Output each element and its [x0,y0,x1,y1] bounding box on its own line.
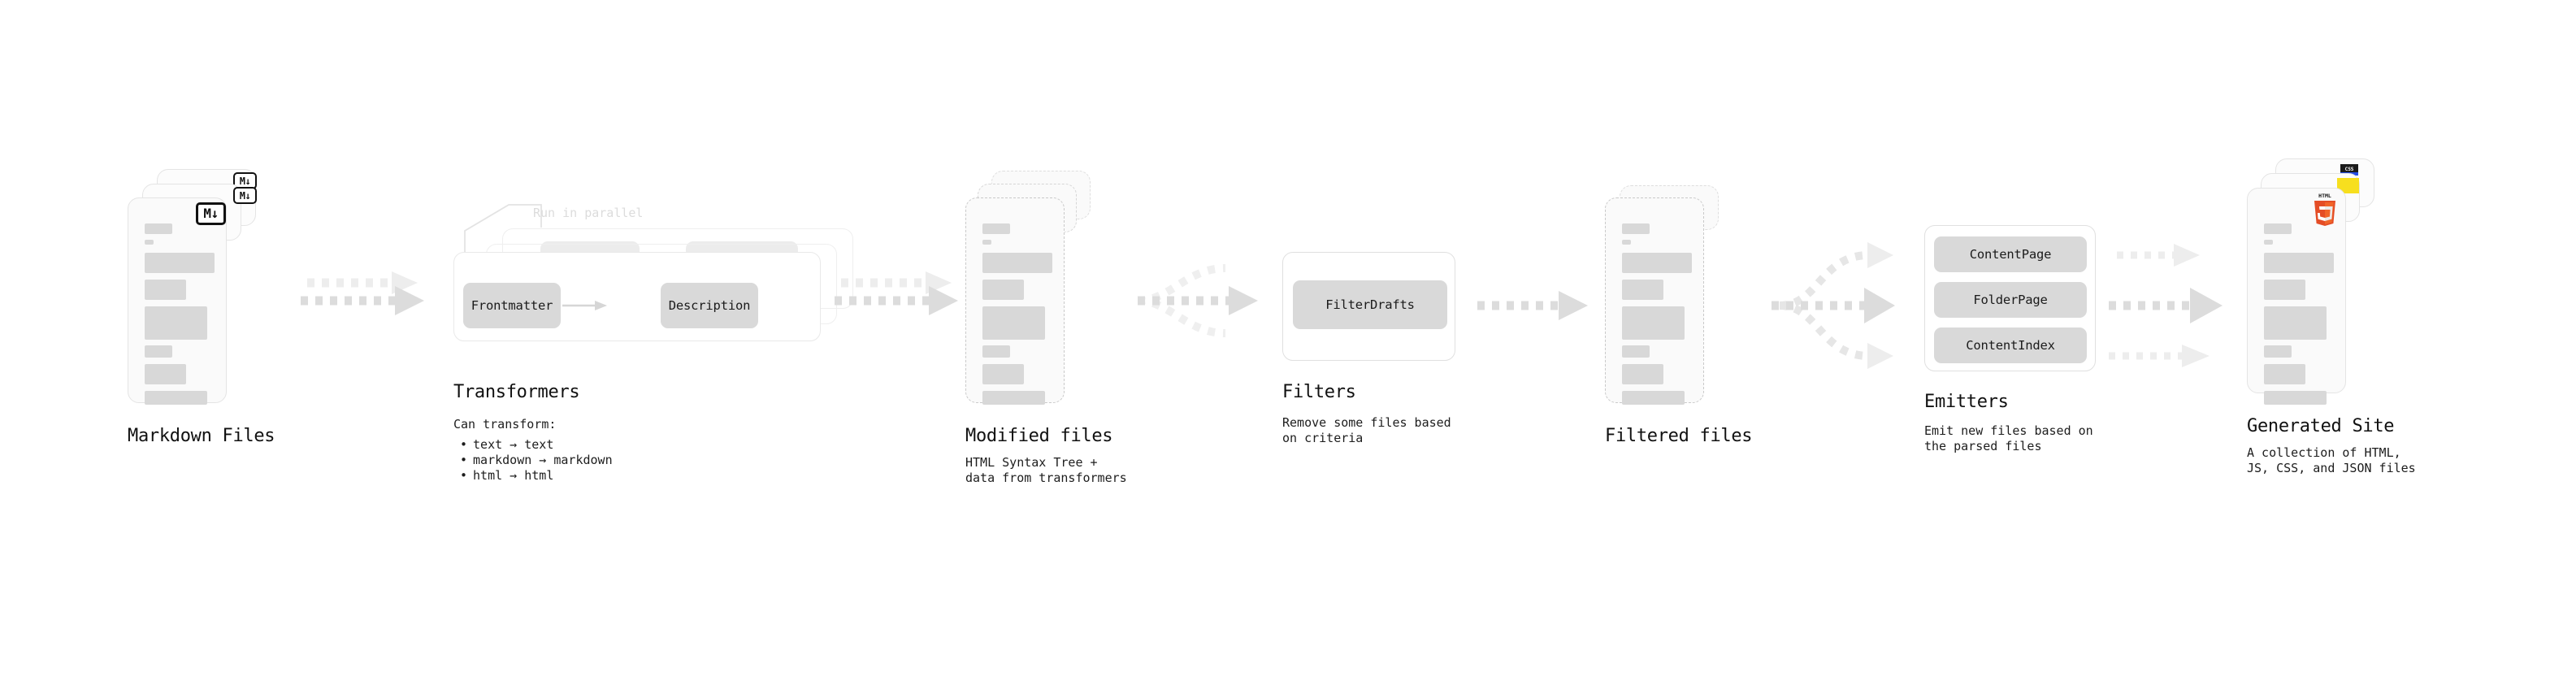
doc-bar [982,240,991,245]
markdown-logo-text-3: M↓ [203,206,219,221]
html5-logo-label: HTML [2318,193,2331,199]
doc-bar [1622,391,1685,405]
doc-bar [1622,223,1650,234]
connector-filtered-to-emitters [1772,242,1895,369]
stage-title-filters: Filters [1282,382,1356,402]
stage-title-markdown-files: Markdown Files [128,426,275,446]
emitter-node-folderpage[interactable]: FolderPage [1934,282,2087,318]
doc-bar [982,223,1010,234]
doc-bar [1622,240,1631,245]
connector-modified-to-filters [1137,264,1258,337]
transformers-bullet: text → text [460,437,613,453]
emitter-node-label: ContentIndex [1966,338,2055,353]
stage-title-emitters: Emitters [1924,392,2009,412]
transformer-arrow-main [562,301,607,310]
transformers-bullet: html → html [460,468,613,484]
doc-bar [1622,345,1650,358]
markdown-logo-back-1: M↓ [233,187,257,204]
markdown-logo: M↓ [196,202,226,225]
js-logo [2337,178,2359,193]
doc-bar [145,280,186,300]
emitter-node-contentpage[interactable]: ContentPage [1934,236,2087,272]
html5-logo: HTML [2312,192,2338,226]
doc-bar [145,391,207,405]
doc-bar [2264,240,2273,245]
filter-node-filterdrafts[interactable]: FilterDrafts [1293,280,1447,329]
doc-bar [1622,253,1692,273]
filters-desc: Remove some files based on criteria [1282,415,1451,445]
emitter-node-contentindex[interactable]: ContentIndex [1934,327,2087,363]
markdown-logo-text: M↓ [239,175,251,187]
doc-bar [1622,306,1685,340]
transformer-node-frontmatter[interactable]: Frontmatter [463,283,561,328]
modified-card-front [965,197,1065,405]
doc-bar [2264,223,2292,234]
doc-bar [145,345,172,358]
doc-bar [145,240,154,245]
markdown-logo-back-2: M↓ [233,172,257,189]
doc-bar [145,223,172,234]
doc-bar [2264,280,2305,300]
run-in-parallel-bracket [464,204,542,254]
doc-bar [2264,345,2292,358]
modified-files-desc: HTML Syntax Tree + data from transformer… [965,455,1127,485]
emitter-node-label: FolderPage [1973,293,2048,307]
doc-bar [145,306,207,340]
filtered-card-front [1605,197,1704,405]
emitters-desc: Emit new files based on the parsed files [1924,423,2093,453]
stage-title-filtered-files: Filtered files [1605,426,1753,446]
markdown-card-front [128,197,227,405]
stage-title-modified-files: Modified files [965,426,1113,446]
transformers-desc: Can transform: [453,417,557,432]
generated-site-desc: A collection of HTML, JS, CSS, and JSON … [2247,445,2416,475]
doc-bar [2264,364,2305,384]
stage-title-generated-site: Generated Site [2247,416,2395,436]
transformer-node-label: Frontmatter [471,298,553,313]
doc-bar [982,345,1010,358]
doc-bar [1622,364,1663,384]
connector-filters-to-filtered [1477,291,1588,320]
svg-text:CSS: CSS [2345,167,2354,172]
run-in-parallel-label: Run in parallel [533,206,644,220]
filter-node-label: FilterDrafts [1325,297,1415,312]
stage-title-transformers: Transformers [453,382,580,402]
transformers-bullet: markdown → markdown [460,453,613,468]
connector-emitters-to-site [2109,244,2223,367]
doc-bar [2264,391,2327,405]
doc-bar [982,306,1045,340]
transformer-node-label: Description [668,298,751,313]
doc-bar [982,364,1024,384]
doc-bar [1622,280,1663,300]
connector-markdown-to-transformers [301,271,424,315]
doc-bar [982,253,1052,273]
doc-bar [982,391,1045,405]
doc-bar [2264,253,2334,273]
emitter-node-label: ContentPage [1969,247,2052,262]
transformers-bullet-list: text → text markdown → markdown html → h… [460,437,613,484]
doc-bar [982,280,1024,300]
connector-transformers-to-modified [835,271,958,315]
transformer-node-description[interactable]: Description [661,283,758,328]
doc-bar [2264,306,2327,340]
doc-bar [145,364,186,384]
doc-bar [145,253,215,273]
markdown-logo-text-2: M↓ [239,189,251,202]
